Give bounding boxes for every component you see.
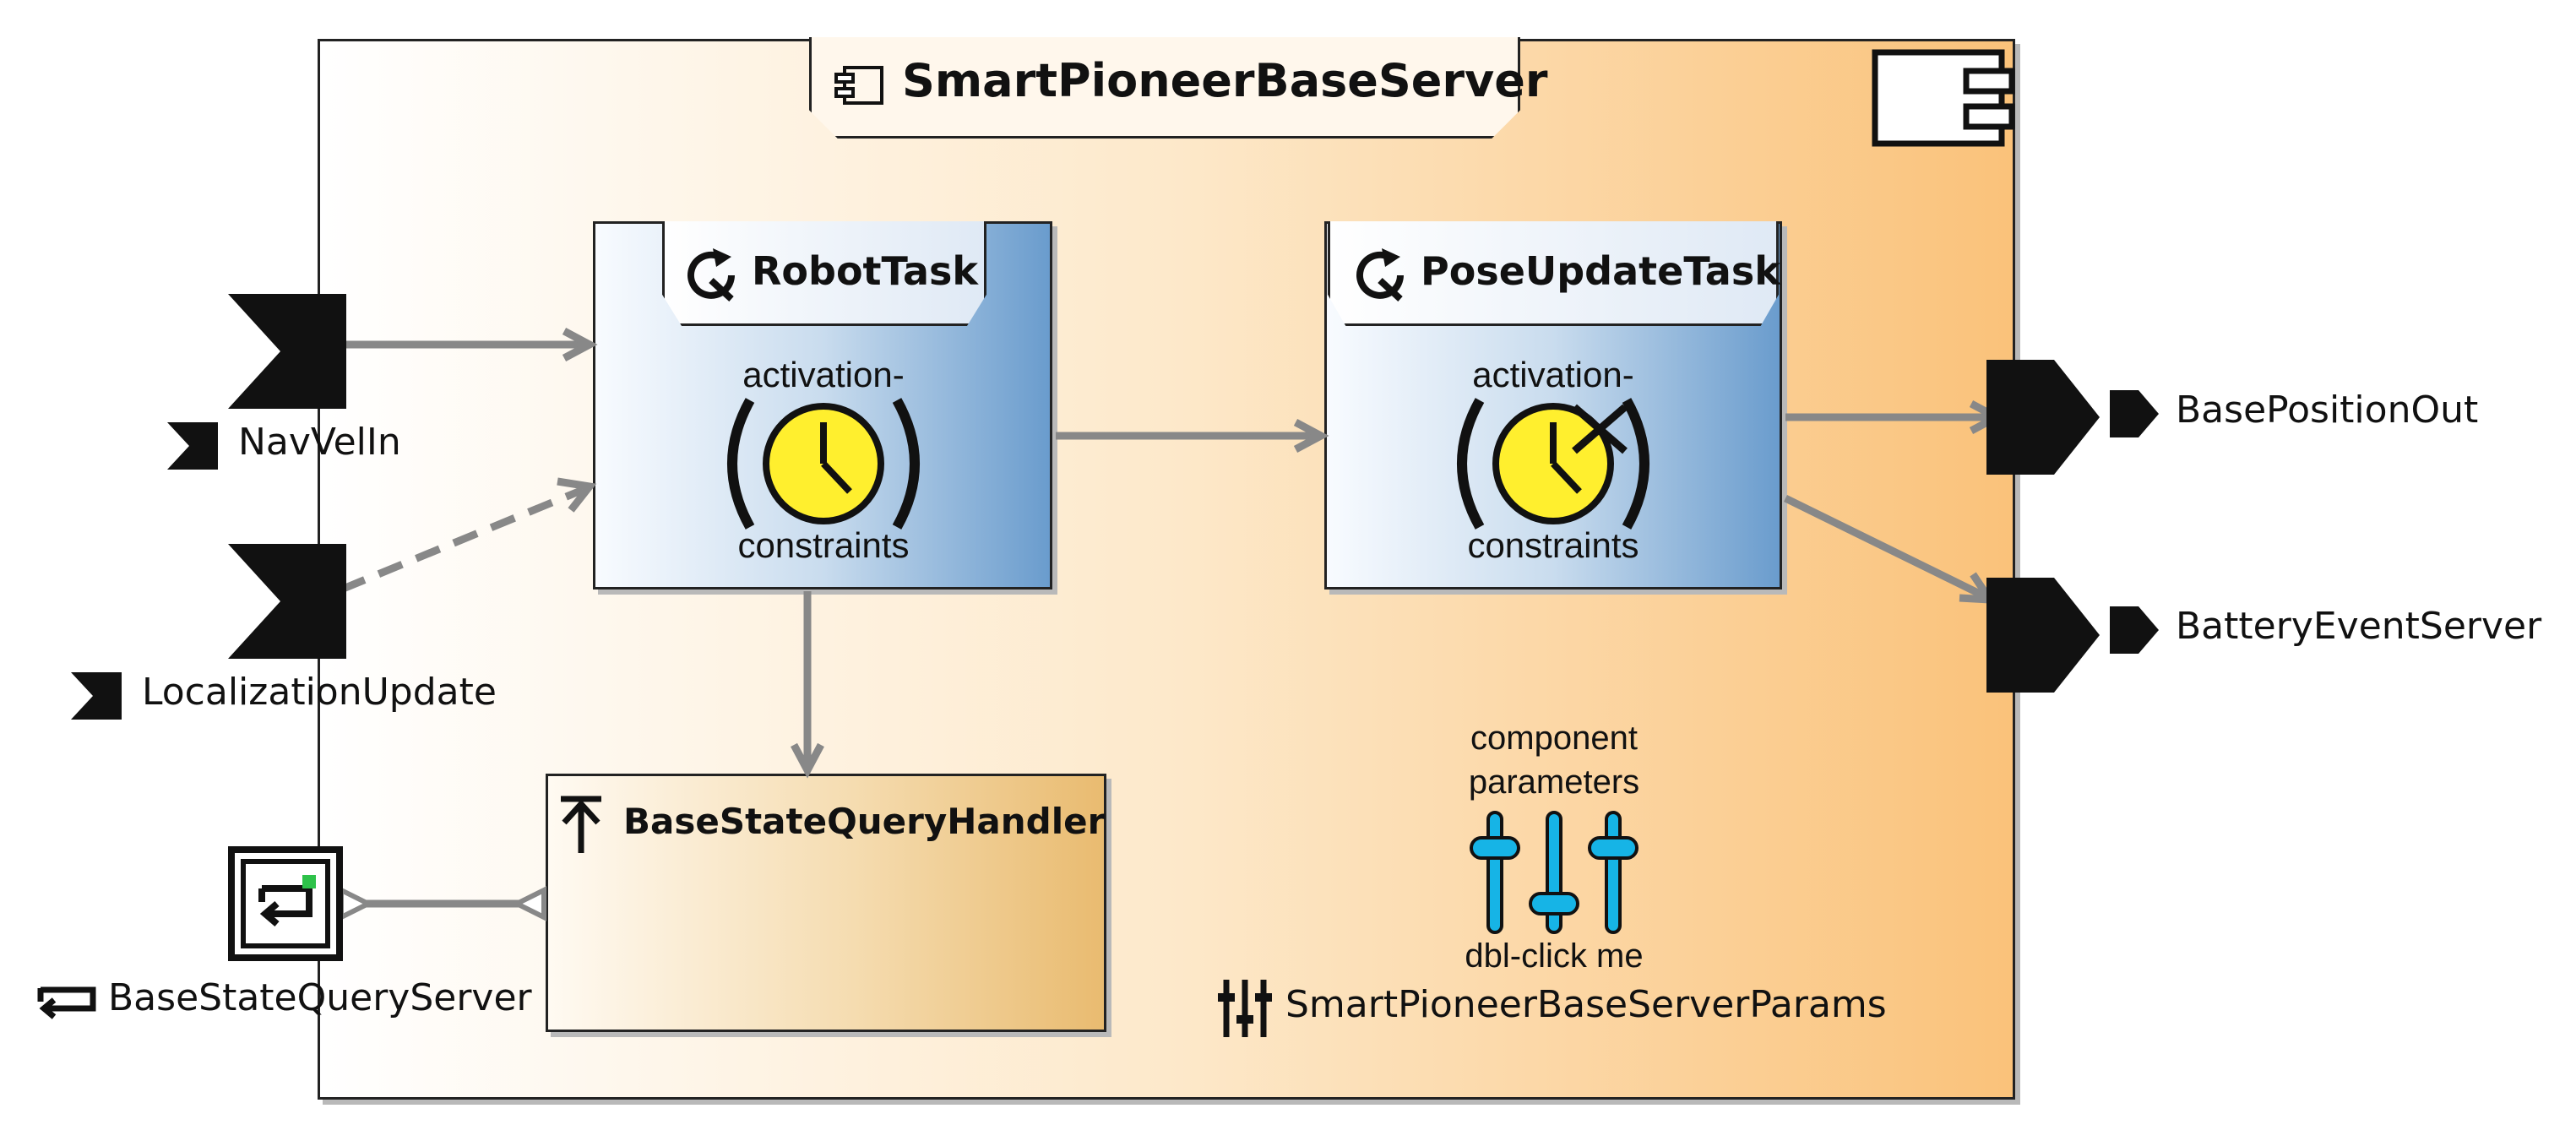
component-icon [833, 64, 885, 106]
params-line1: component [1470, 720, 1638, 757]
batteryeventserver-port-icon[interactable] [1986, 578, 2100, 693]
navvelin-label: NavVelIn [238, 421, 401, 464]
component-uml-icon [1868, 47, 2017, 149]
pose-update-task-activation-bottom: constraints [1467, 525, 1639, 565]
output-port-icon [2110, 606, 2159, 654]
batteryeventserver-label: BatteryEventServer [2176, 605, 2542, 648]
basepositionout-port-icon[interactable] [1986, 360, 2100, 475]
component-title: SmartPioneerBaseServer [902, 54, 1548, 107]
localization-label: LocalizationUpdate [142, 671, 497, 714]
upload-arrow-icon [557, 794, 605, 856]
component-title-tab [809, 37, 1520, 139]
base-state-query-handler[interactable] [546, 774, 1106, 1032]
output-port-icon [2110, 390, 2159, 437]
params-slider-icon[interactable] [1461, 809, 1647, 936]
sliders-icon [1216, 976, 1274, 1040]
query-icon [34, 981, 100, 1020]
clock-icon [718, 392, 929, 535]
refresh-icon [682, 247, 742, 306]
params-name: SmartPioneerBaseServerParams [1285, 983, 1887, 1026]
localization-input-port-icon[interactable] [228, 544, 346, 659]
pose-update-task-name: PoseUpdateTask [1421, 248, 1780, 294]
params-line2: parameters [1468, 763, 1640, 801]
robot-task-tab [662, 221, 986, 326]
pose-update-task-activation-top: activation- [1472, 355, 1634, 394]
pose-update-task-tab [1328, 221, 1779, 326]
refresh-icon [1351, 247, 1410, 306]
input-port-icon [71, 672, 122, 720]
navvelin-input-port-icon[interactable] [228, 294, 346, 409]
clock-icon [1448, 392, 1659, 535]
query-server-label: BaseStateQueryServer [108, 976, 532, 1019]
params-hint: dbl-click me [1465, 937, 1644, 975]
query-server-port[interactable] [228, 846, 343, 961]
basepositionout-label: BasePositionOut [2176, 388, 2479, 432]
handler-name: BaseStateQueryHandler [623, 801, 1106, 842]
input-port-icon [167, 422, 218, 470]
robot-task-activation-top: activation- [742, 355, 905, 394]
robot-task-activation-bottom: constraints [737, 525, 910, 565]
robot-task-name: RobotTask [752, 248, 979, 294]
